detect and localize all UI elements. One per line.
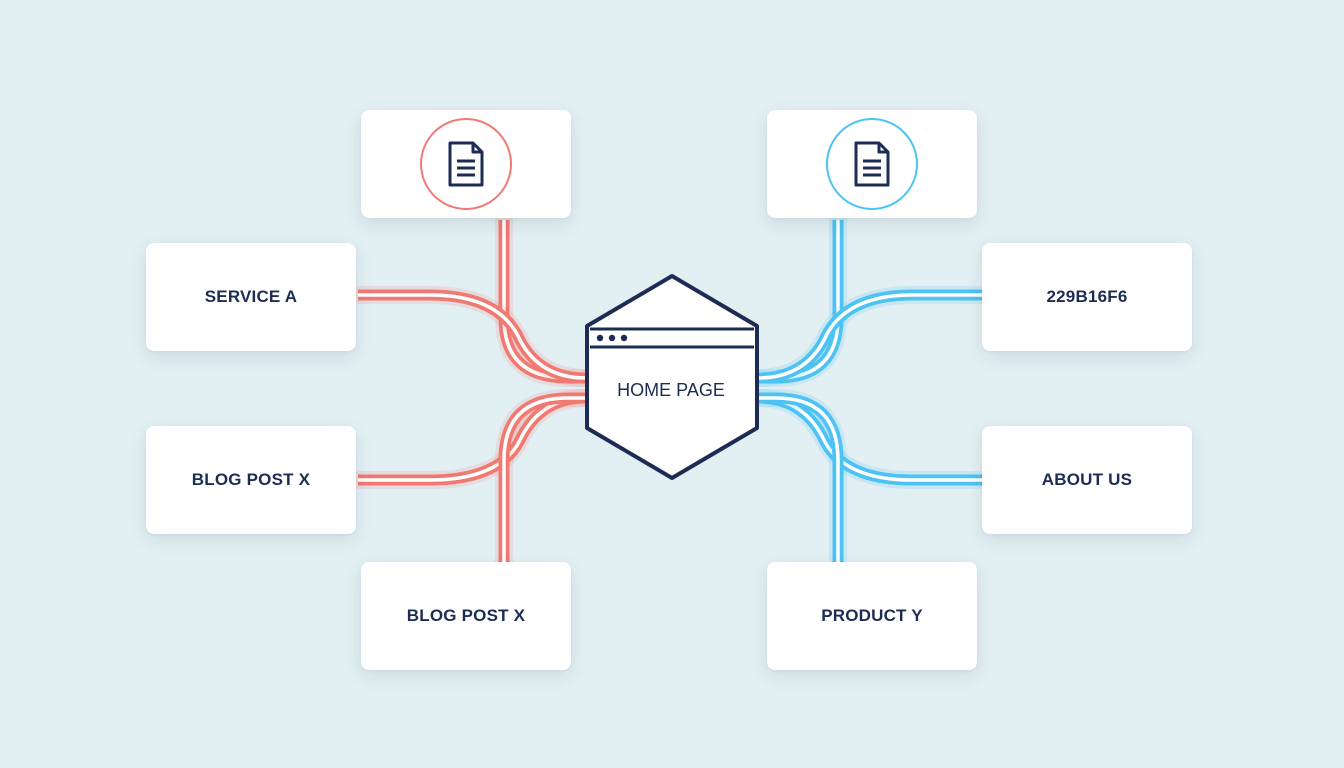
document-icon — [448, 141, 484, 187]
node-blog-post-bottom[interactable]: BLOG POST X — [361, 562, 571, 670]
connector-product-y — [749, 389, 847, 571]
connectors — [349, 211, 991, 571]
node-blog-post-left[interactable]: BLOG POST X — [146, 426, 356, 534]
node-label: BLOG POST X — [406, 606, 526, 625]
connector-top-left — [495, 211, 595, 387]
browser-dot-icon — [596, 334, 604, 342]
node-label: PRODUCT Y — [821, 606, 923, 625]
document-card-right[interactable] — [767, 110, 977, 218]
document-card-left[interactable] — [361, 110, 571, 218]
browser-window-icon — [590, 327, 754, 349]
browser-dot-icon — [608, 334, 616, 342]
node-about-us[interactable]: ABOUT US — [982, 426, 1192, 534]
document-badge-right — [826, 118, 918, 210]
connector-blog-left — [349, 389, 595, 489]
document-icon — [854, 141, 890, 187]
connector-service-a — [349, 286, 595, 387]
connector-blog-bottom — [495, 389, 595, 571]
node-label: SERVICE A — [204, 287, 298, 306]
connector-top-right — [749, 211, 847, 387]
connector-229b16f6 — [749, 286, 991, 387]
home-page-hexagon — [585, 274, 759, 480]
connector-about-us — [749, 389, 991, 489]
node-product-y[interactable]: PRODUCT Y — [767, 562, 977, 670]
node-service-a[interactable]: SERVICE A — [146, 243, 356, 351]
home-page-label[interactable]: HOME PAGE — [617, 380, 725, 400]
node-229b16f6[interactable]: 229B16F6 — [982, 243, 1192, 351]
node-label: 229B16F6 — [1046, 287, 1128, 306]
node-label: BLOG POST X — [191, 470, 311, 489]
browser-dot-icon — [620, 334, 628, 342]
node-label: ABOUT US — [1041, 470, 1133, 489]
document-badge-left — [420, 118, 512, 210]
